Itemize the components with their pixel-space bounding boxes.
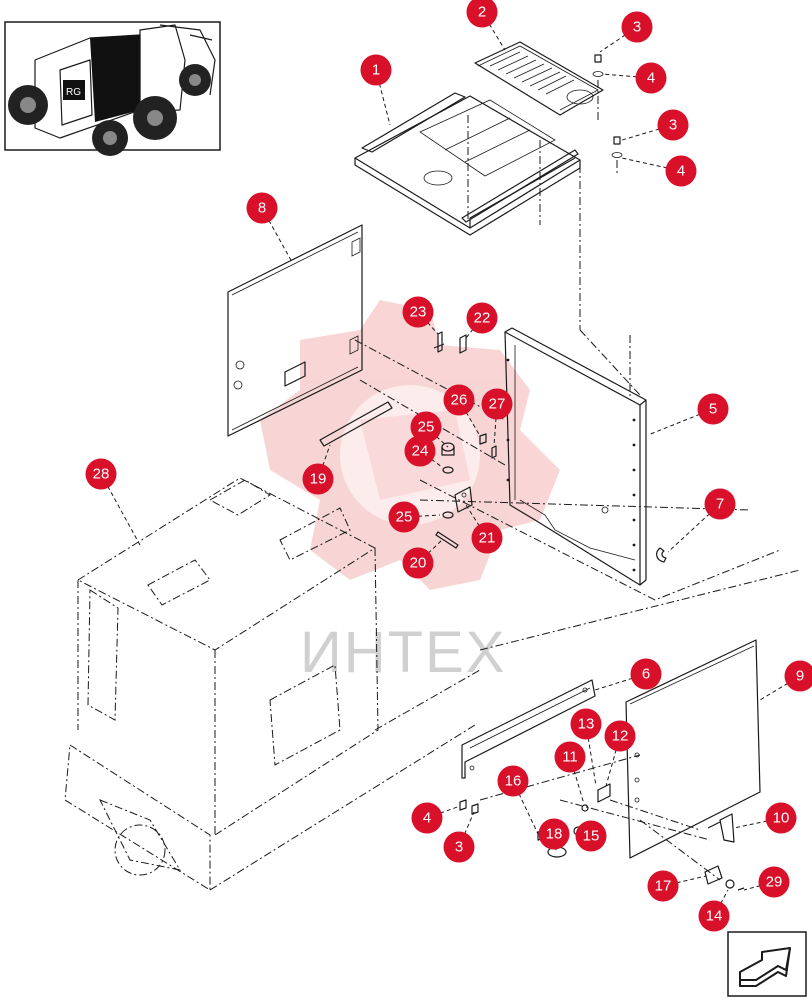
svg-text:19: 19 [310, 471, 327, 488]
callout-9[interactable]: 9 [784, 660, 812, 692]
svg-text:29: 29 [766, 874, 783, 891]
callout-2[interactable]: 2 [466, 0, 498, 28]
callout-23[interactable]: 23 [402, 296, 434, 328]
callout-6[interactable]: 6 [630, 658, 662, 690]
thumbnail-brand: RG [66, 87, 81, 98]
part-clip [656, 547, 667, 563]
assembly-lines [354, 80, 801, 881]
svg-text:17: 17 [655, 878, 672, 895]
svg-text:5: 5 [709, 401, 717, 418]
callout-7[interactable]: 7 [704, 488, 736, 520]
callout-20[interactable]: 20 [402, 547, 434, 579]
callout-29[interactable]: 29 [758, 866, 790, 898]
part-frame-outline [64, 477, 481, 891]
svg-text:23: 23 [410, 304, 427, 321]
svg-text:20: 20 [410, 555, 427, 572]
watermark-text: ИНТЕХ [300, 620, 506, 685]
svg-text:14: 14 [706, 908, 723, 925]
callout-4[interactable]: 4 [665, 155, 697, 187]
callout-17[interactable]: 17 [647, 870, 679, 902]
arrow-icon [739, 947, 791, 987]
svg-text:4: 4 [647, 70, 655, 87]
svg-text:7: 7 [716, 496, 724, 513]
svg-text:3: 3 [633, 19, 641, 36]
svg-text:2: 2 [478, 4, 486, 21]
svg-text:24: 24 [412, 443, 429, 460]
callout-25[interactable]: 25 [388, 501, 420, 533]
svg-text:12: 12 [612, 728, 629, 745]
callouts: 1 2 3 4 3 4 8 23 22 5 26 27 25 24 19 28 … [85, 0, 812, 932]
part-left-door [227, 224, 363, 437]
svg-text:13: 13 [578, 716, 595, 733]
part-grille-plate [474, 41, 604, 116]
svg-text:1: 1 [372, 62, 380, 79]
thumbnail-wheels [8, 64, 211, 156]
svg-text:10: 10 [773, 810, 790, 827]
callout-21[interactable]: 21 [471, 522, 503, 554]
svg-text:26: 26 [451, 392, 468, 409]
callout-14[interactable]: 14 [698, 900, 730, 932]
next-page-button[interactable] [727, 931, 807, 997]
svg-text:9: 9 [796, 668, 804, 685]
callout-26[interactable]: 26 [443, 384, 475, 416]
callout-13[interactable]: 13 [570, 708, 602, 740]
svg-text:11: 11 [562, 749, 578, 766]
svg-text:21: 21 [479, 530, 496, 547]
callout-3[interactable]: 3 [621, 11, 653, 43]
svg-text:4: 4 [423, 810, 431, 827]
callout-25[interactable]: 25 [410, 411, 442, 443]
callout-16[interactable]: 16 [497, 765, 529, 797]
callout-19[interactable]: 19 [302, 463, 334, 495]
callout-28[interactable]: 28 [85, 458, 117, 490]
callout-3[interactable]: 3 [443, 831, 475, 863]
svg-text:3: 3 [669, 117, 677, 134]
svg-text:28: 28 [93, 466, 110, 483]
svg-text:22: 22 [474, 310, 491, 327]
callout-15[interactable]: 15 [575, 820, 607, 852]
svg-text:6: 6 [642, 666, 650, 683]
svg-text:15: 15 [583, 828, 600, 845]
callout-3[interactable]: 3 [657, 109, 689, 141]
callout-11[interactable]: 11 [554, 741, 586, 773]
callout-18[interactable]: 18 [538, 818, 570, 850]
svg-text:8: 8 [258, 200, 266, 217]
callout-22[interactable]: 22 [466, 302, 498, 334]
callout-12[interactable]: 12 [604, 720, 636, 752]
callout-27[interactable]: 27 [481, 388, 513, 420]
svg-text:25: 25 [396, 509, 413, 526]
part-side-panel [504, 327, 647, 586]
svg-text:18: 18 [546, 826, 563, 843]
svg-text:25: 25 [418, 419, 435, 436]
part-handle-rod [319, 401, 393, 447]
callout-24[interactable]: 24 [404, 435, 436, 467]
machine-thumbnail: RG [4, 21, 221, 156]
fastener-bolt-top [592, 54, 623, 158]
svg-text:27: 27 [489, 396, 506, 413]
svg-text:3: 3 [455, 839, 463, 856]
part-hinge-assembly [433, 331, 497, 549]
svg-text:4: 4 [677, 163, 685, 180]
callout-1[interactable]: 1 [360, 54, 392, 86]
callout-4[interactable]: 4 [635, 62, 667, 94]
svg-text:16: 16 [505, 773, 522, 790]
callout-4[interactable]: 4 [411, 802, 443, 834]
callout-10[interactable]: 10 [765, 802, 797, 834]
part-strip [461, 679, 596, 779]
callout-8[interactable]: 8 [246, 192, 278, 224]
callout-5[interactable]: 5 [697, 393, 729, 425]
